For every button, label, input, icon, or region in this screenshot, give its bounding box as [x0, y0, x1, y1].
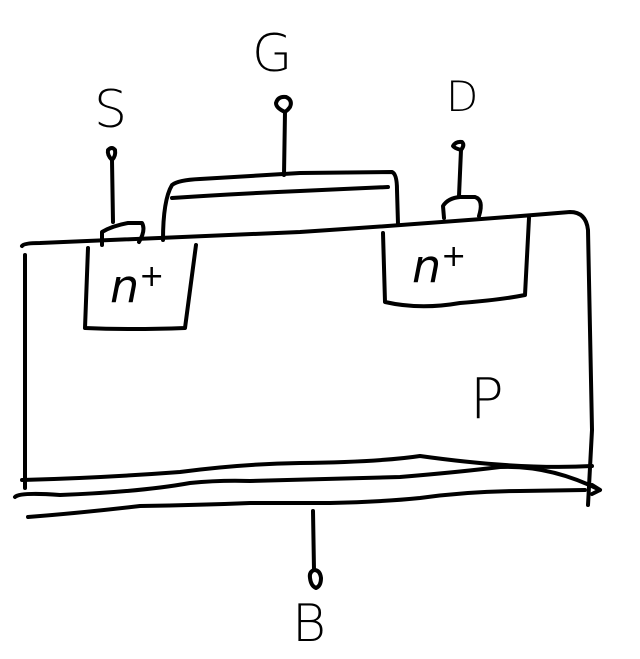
drain-terminal-label: D — [446, 72, 479, 121]
source-terminal-circle — [105, 146, 118, 162]
substrate-bottom-line — [20, 454, 594, 482]
gate-terminal-label: G — [252, 24, 293, 84]
drain-diffusion-label: n+ — [412, 239, 467, 290]
substrate-label: P — [470, 367, 504, 432]
source-diffusion-doping: + — [139, 259, 165, 294]
drain-lead — [457, 148, 463, 198]
drain-diffusion-doping: + — [441, 239, 467, 274]
gate-oxide-outline — [161, 170, 400, 242]
source-contact-pad — [100, 221, 146, 247]
substrate-top-surface — [20, 210, 594, 507]
source-diffusion-type: n — [110, 259, 140, 314]
drain-diffusion-type: n — [412, 239, 442, 294]
source-diffusion-box — [83, 243, 198, 331]
source-diffusion-label: n+ — [110, 259, 165, 310]
body-contact-top-line — [13, 464, 602, 499]
body-terminal-circle — [307, 568, 323, 590]
body-contact-arrowhead — [590, 483, 602, 496]
gate-lead — [282, 110, 287, 177]
gate-terminal-circle — [274, 94, 293, 114]
body-terminal-label: B — [292, 594, 327, 654]
body-contact-bottom-line — [26, 488, 587, 519]
drain-contact-pad — [441, 195, 483, 220]
drain-diffusion-box — [381, 216, 531, 309]
gate-poly-inner-line — [170, 185, 390, 200]
drain-terminal-circle — [451, 139, 466, 152]
body-lead — [311, 509, 316, 572]
source-lead — [110, 158, 115, 224]
source-terminal-label: S — [94, 80, 128, 140]
